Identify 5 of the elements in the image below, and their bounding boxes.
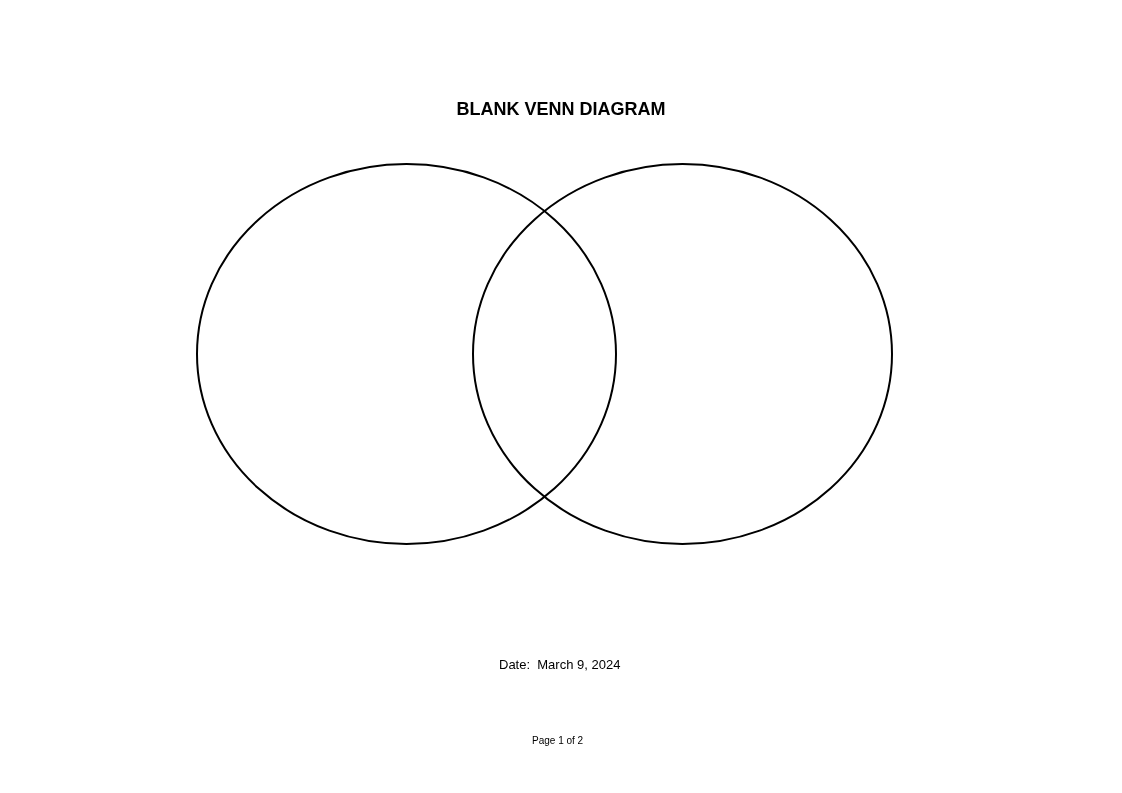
venn-circle <box>472 163 893 545</box>
venn-circle <box>196 163 617 545</box>
page-number: Page 1 of 2 <box>532 734 584 748</box>
date-text: Date: March 9, 2024 <box>499 656 621 674</box>
title: BLANK VENN DIAGRAM <box>456 98 666 121</box>
